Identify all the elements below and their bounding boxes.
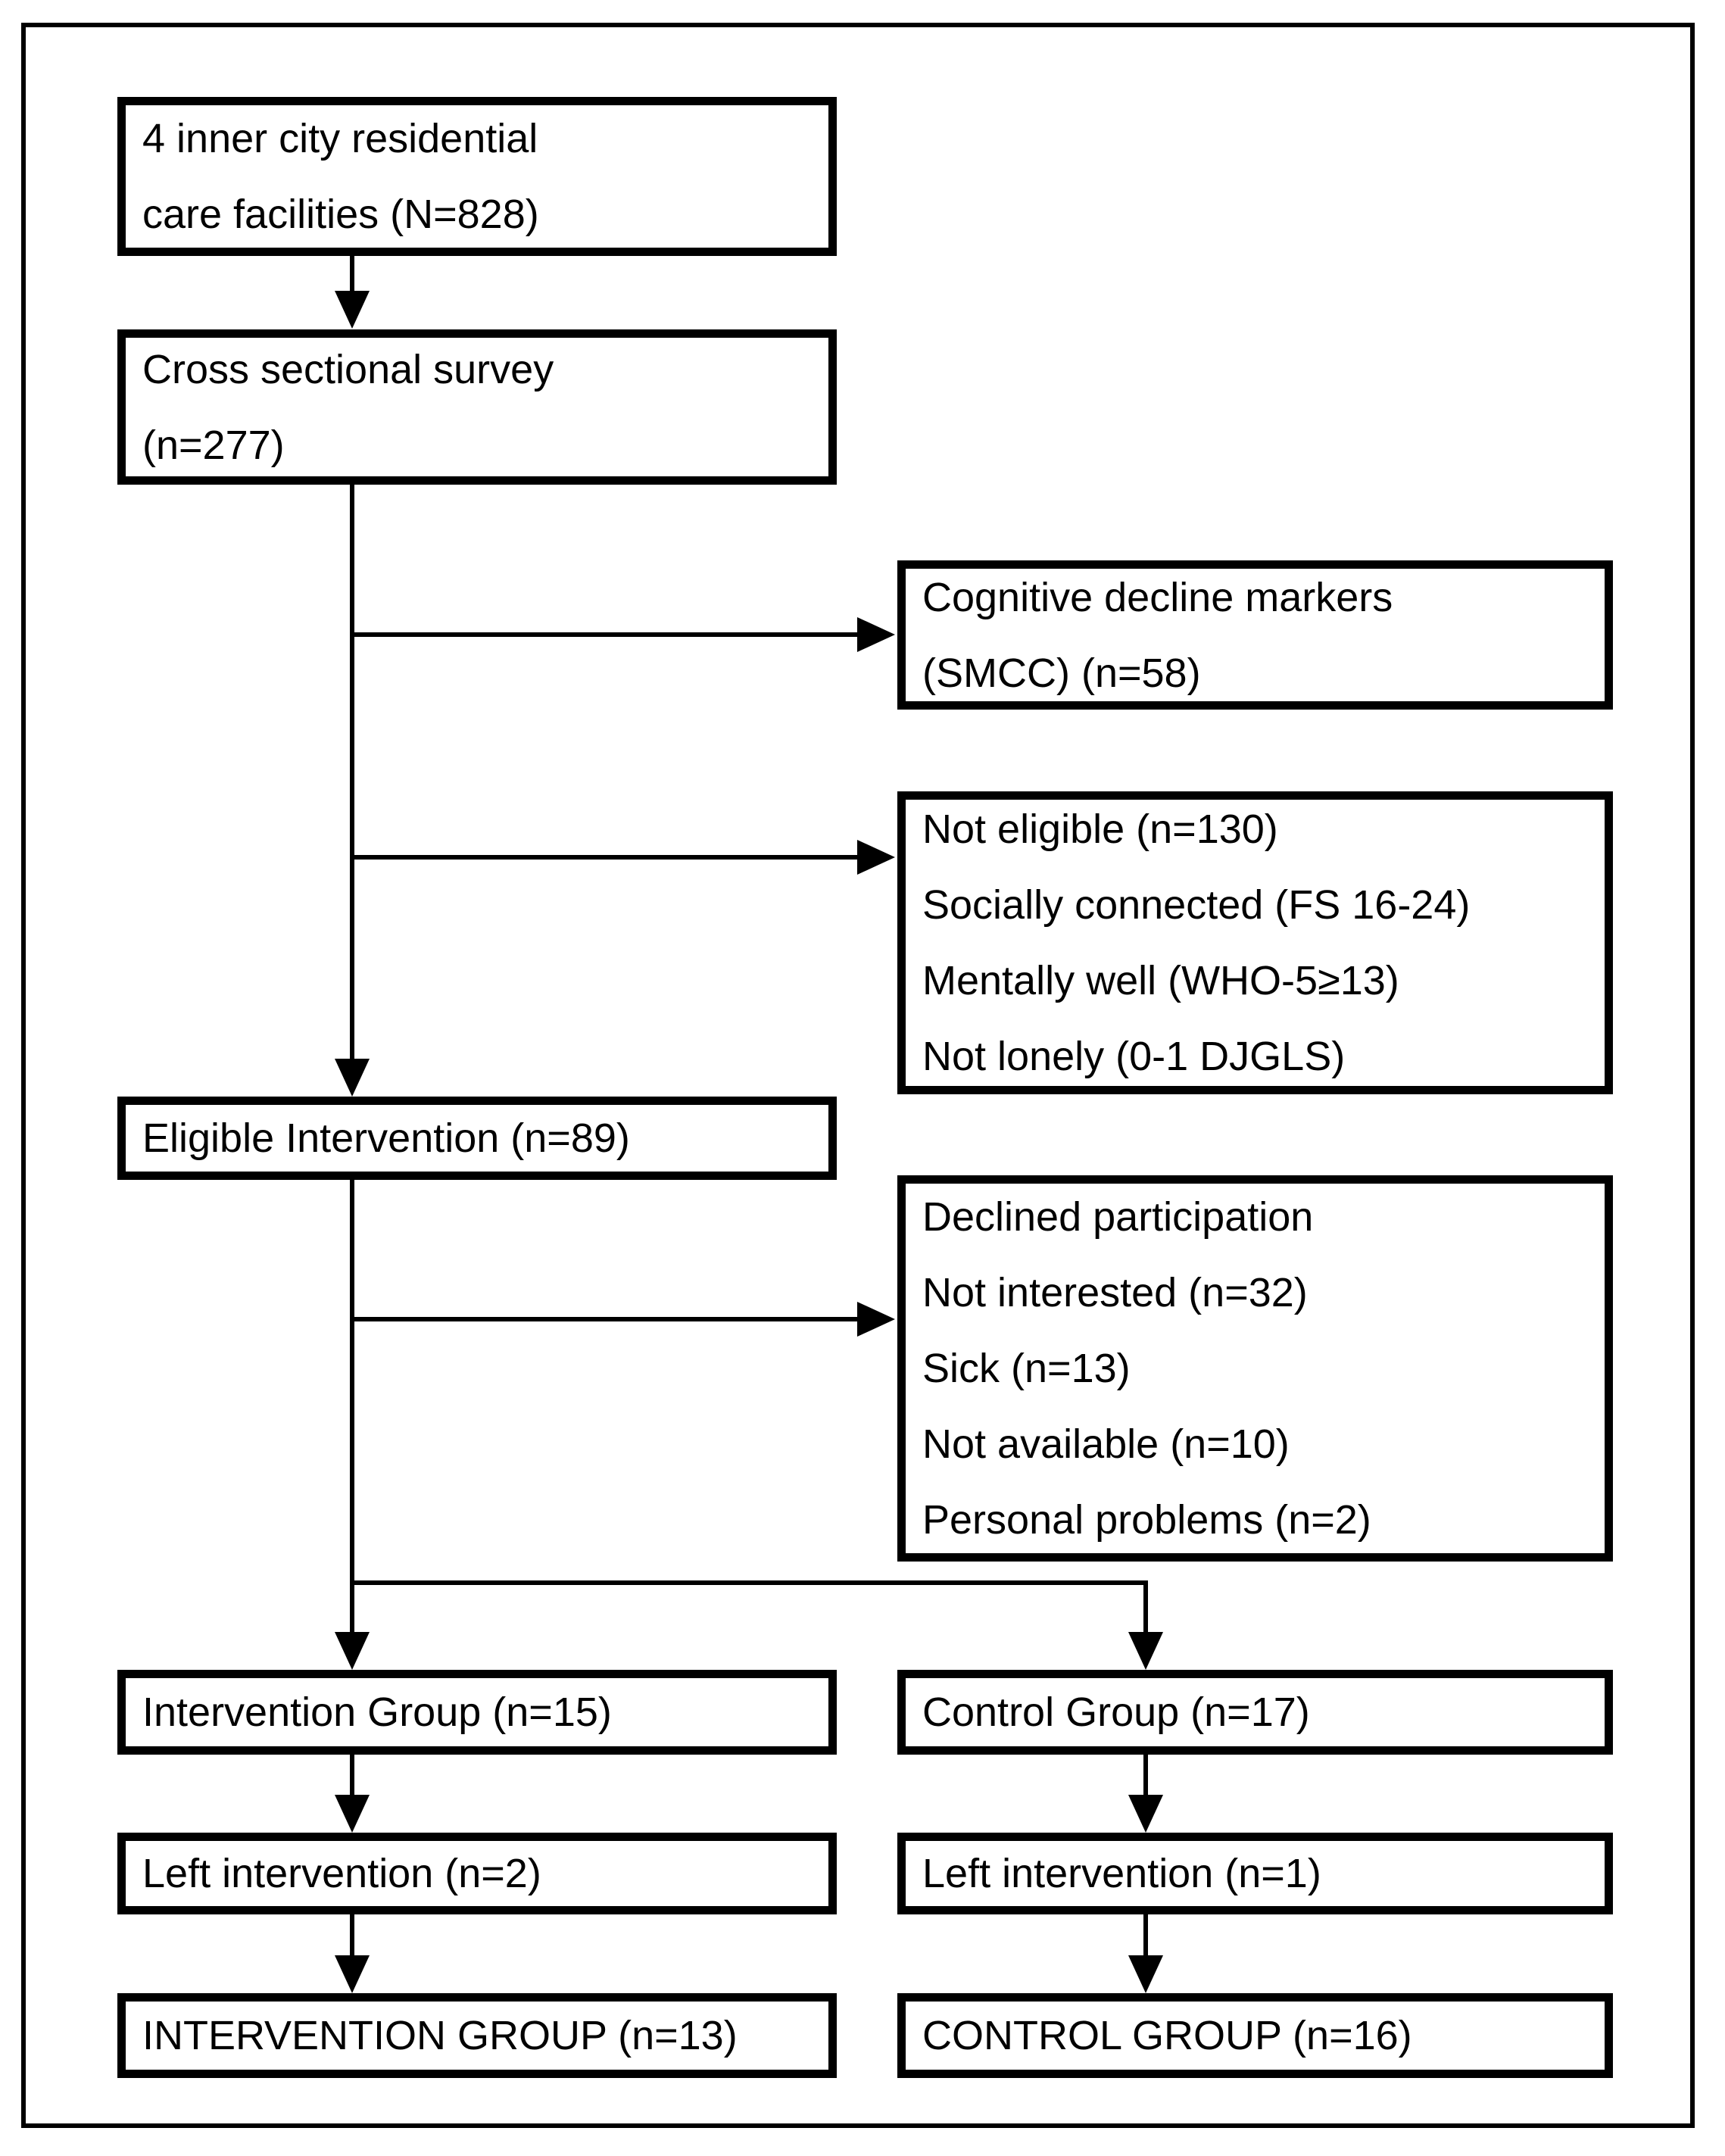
box-left-intervention-n2: Left intervention (n=2) [117,1833,837,1914]
box-cross-sectional-survey: Cross sectional survey (n=277) [117,329,837,485]
box-eligible-intervention: Eligible Intervention (n=89) [117,1097,837,1180]
arrow-to-declined-box [352,1302,895,1337]
box-cognitive-decline-markers: Cognitive decline markers (SMCC) (n=58) [897,560,1613,710]
arrow-intervention-to-left2 [335,1755,370,1833]
box-final-intervention-line-1: INTERVENTION GROUP (n=13) [142,2013,738,2058]
box-survey-line-1: Cross sectional survey [142,346,554,392]
box-declined-participation: Declined participation Not interested (n… [897,1175,1613,1562]
arrow-facilities-to-survey [335,256,370,329]
box-declined-line-5: Personal problems (n=2) [922,1497,1371,1543]
arrow-left2-to-final-intervention [335,1914,370,1993]
box-control-group-line-1: Control Group (n=17) [922,1690,1310,1735]
arrow-to-not-eligible-box [352,840,895,875]
box-left-intervention-n1-line-1: Left intervention (n=1) [922,1851,1321,1896]
box-left-intervention-n2-line-1: Left intervention (n=2) [142,1851,541,1896]
box-not-eligible-line-3: Mentally well (WHO-5≥13) [922,958,1399,1003]
box-final-control-line-1: CONTROL GROUP (n=16) [922,2013,1412,2058]
box-not-eligible-line-2: Socially connected (FS 16-24) [922,882,1471,928]
box-cognitive-line-1: Cognitive decline markers [922,574,1393,620]
outer-border [21,23,1695,2128]
box-left-intervention-n1: Left intervention (n=1) [897,1833,1613,1914]
arrow-control-to-left1 [1128,1755,1163,1833]
box-cognitive-line-2: (SMCC) (n=58) [922,650,1201,696]
box-declined-line-4: Not available (n=10) [922,1421,1290,1467]
arrow-survey-to-eligible [335,485,370,1097]
box-facilities-line-2: care facilities (N=828) [142,192,539,237]
arrow-eligible-to-intervention-group [335,1180,370,1670]
box-not-eligible: Not eligible (n=130) Socially connected … [897,791,1613,1094]
box-intervention-group-line-1: Intervention Group (n=15) [142,1690,612,1735]
box-declined-line-1: Declined participation [922,1194,1314,1240]
box-facilities: 4 inner city residential care facilities… [117,97,837,256]
box-eligible-line-1: Eligible Intervention (n=89) [142,1115,630,1161]
box-not-eligible-line-1: Not eligible (n=130) [922,807,1278,852]
box-survey-line-2: (n=277) [142,422,285,468]
box-not-eligible-line-4: Not lonely (0-1 DJGLS) [922,1034,1346,1079]
box-final-control-group: CONTROL GROUP (n=16) [897,1993,1613,2078]
box-final-intervention-group: INTERVENTION GROUP (n=13) [117,1993,837,2078]
box-declined-line-2: Not interested (n=32) [922,1270,1308,1315]
box-facilities-line-1: 4 inner city residential [142,116,538,161]
arrow-left1-to-final-control [1128,1914,1163,1993]
arrow-split-to-control-group [352,1580,1163,1670]
box-declined-line-3: Sick (n=13) [922,1346,1131,1391]
box-control-group: Control Group (n=17) [897,1670,1613,1755]
box-intervention-group: Intervention Group (n=15) [117,1670,837,1755]
arrow-to-cognitive-box [352,617,895,652]
